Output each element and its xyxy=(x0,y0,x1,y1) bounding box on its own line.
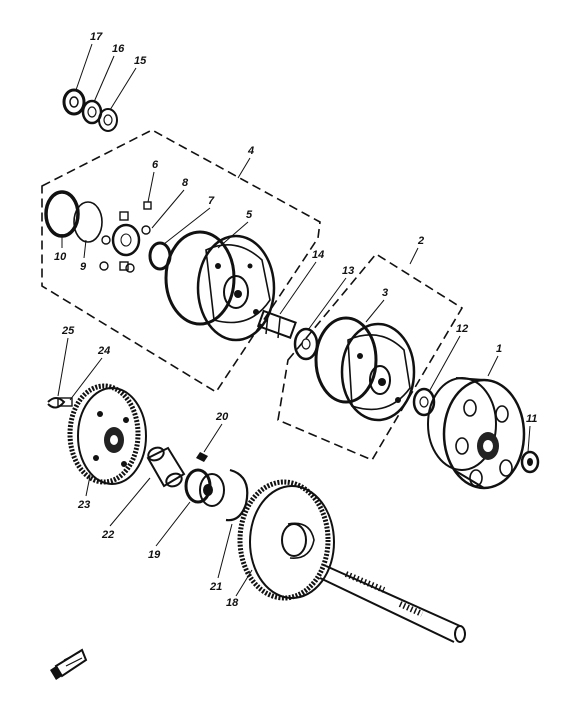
part-11-nut xyxy=(520,450,540,474)
label-12: 12 xyxy=(456,323,468,335)
label-16: 16 xyxy=(112,43,125,55)
label-25: 25 xyxy=(61,325,75,337)
label-20: 20 xyxy=(215,411,229,423)
label-5: 5 xyxy=(246,209,253,221)
assembly-4-outline xyxy=(41,129,321,394)
part-22-sleeve xyxy=(146,446,186,488)
label-23: 23 xyxy=(77,499,90,511)
label-22: 22 xyxy=(101,529,114,541)
part-19-drive-gear xyxy=(184,468,225,507)
part-12-washer xyxy=(412,387,436,417)
label-2: 2 xyxy=(417,235,424,247)
leader-lines xyxy=(57,43,531,597)
label-17: 17 xyxy=(90,31,103,43)
part-15-washer xyxy=(98,108,118,132)
label-4: 4 xyxy=(247,145,254,157)
part-6-weight-set xyxy=(99,201,152,273)
label-3: 3 xyxy=(382,287,388,299)
part-14-collar xyxy=(256,309,297,339)
part-5-clutch-carrier xyxy=(164,230,276,342)
part-9-ring xyxy=(73,201,103,243)
label-6: 6 xyxy=(152,159,159,171)
label-21: 21 xyxy=(209,581,222,593)
part-25-clip xyxy=(47,397,73,409)
label-14: 14 xyxy=(312,249,324,261)
label-24: 24 xyxy=(97,345,110,357)
label-18: 18 xyxy=(226,597,239,609)
front-direction-arrow-icon xyxy=(50,648,88,680)
part-3-clutch-shoe-assembly xyxy=(314,316,416,422)
label-7: 7 xyxy=(208,195,215,207)
label-11: 11 xyxy=(526,413,537,425)
label-19: 19 xyxy=(148,549,161,561)
part-1-clutch-housing xyxy=(427,377,526,490)
assembly-2-outline xyxy=(277,252,464,462)
output-shaft xyxy=(319,565,466,643)
part-13-washer xyxy=(293,327,319,361)
label-1: 1 xyxy=(496,343,502,355)
part-23-primary-gear xyxy=(67,383,147,485)
label-15: 15 xyxy=(134,55,147,67)
label-13: 13 xyxy=(342,265,354,277)
part-20-key xyxy=(196,452,208,462)
part-17-oil-seal xyxy=(62,88,86,116)
part-10-ring xyxy=(44,190,80,238)
part-18-main-gear xyxy=(237,479,335,601)
label-10: 10 xyxy=(54,251,67,263)
label-8: 8 xyxy=(182,177,189,189)
label-9: 9 xyxy=(80,261,87,273)
part-21-circlip xyxy=(225,468,249,522)
